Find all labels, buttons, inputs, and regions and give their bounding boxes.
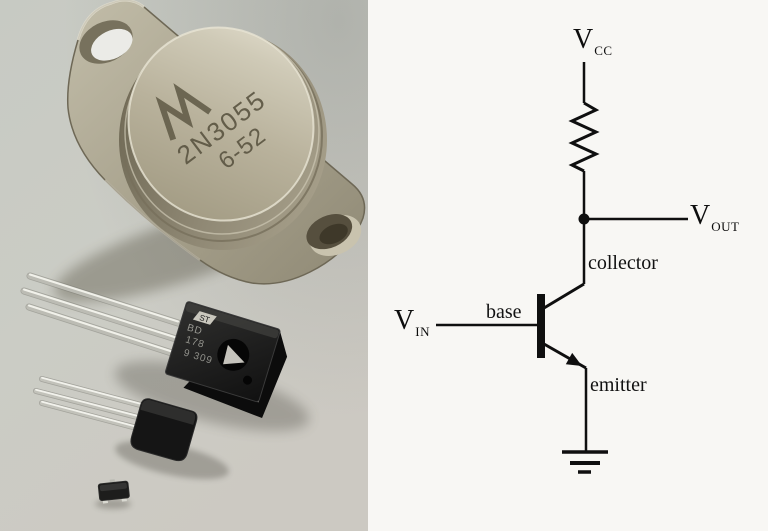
to126-top-bevel — [185, 302, 279, 339]
resistor-icon — [568, 101, 600, 173]
vcc-main: V — [573, 24, 594, 55]
to3-mounting-hole-top — [79, 20, 133, 64]
vout-main: V — [690, 200, 711, 231]
schematic-drawing — [436, 62, 688, 474]
to92-leads — [33, 376, 155, 435]
flange-highlight — [76, 0, 145, 41]
transistor-photo: 2N3055 6-52 — [0, 0, 368, 531]
to92-package — [130, 398, 198, 462]
vin-sub: IN — [415, 324, 430, 339]
to126-leads — [20, 272, 182, 359]
to126-marking-line1: BD — [186, 322, 204, 337]
emitter-label: emitter — [590, 374, 647, 396]
motorola-logo-icon — [155, 83, 212, 141]
to3-transistor-2n3055: 2N3055 6-52 — [54, 0, 366, 302]
st-logo-text: ST — [198, 313, 211, 325]
can-top-highlight — [127, 26, 315, 222]
to126-package: ST BD 178 9 309 — [165, 301, 288, 419]
vin-main: V — [394, 305, 415, 336]
sot23-transistor — [95, 479, 131, 509]
to92-top-face — [140, 399, 196, 425]
ground-icon — [562, 450, 608, 474]
to126-side-face — [183, 331, 288, 419]
vcc-sub: CC — [594, 43, 613, 58]
to126-dimple — [243, 375, 253, 385]
collector-diagonal — [543, 282, 585, 310]
sot23-package — [97, 479, 130, 504]
transistor-base-bar — [537, 294, 545, 358]
schematic-wires — [436, 62, 688, 474]
vin-label: VIN — [394, 305, 430, 339]
flange-highlight-2 — [104, 179, 201, 261]
transistor-photo-panel: 2N3055 6-52 — [0, 0, 368, 531]
junction-dot — [578, 213, 590, 225]
emitter-arrowhead — [565, 352, 582, 366]
common-emitter-schematic-panel: VCC VOUT VIN collector base emitter — [368, 0, 768, 531]
st-logo-icon: ST — [192, 311, 217, 325]
base-label: base — [486, 301, 522, 323]
to3-can-top — [128, 27, 314, 221]
to126-hole-highlight — [223, 344, 245, 365]
to92-transistor — [33, 376, 229, 479]
vcc-label: VCC — [573, 24, 613, 58]
to3-mounting-hole-bottom — [306, 214, 362, 256]
collector-label: collector — [588, 252, 658, 274]
to126-transistor-bd178: ST BD 178 9 309 — [20, 272, 310, 431]
vout-label: VOUT — [690, 200, 740, 234]
vout-sub: OUT — [711, 219, 740, 234]
